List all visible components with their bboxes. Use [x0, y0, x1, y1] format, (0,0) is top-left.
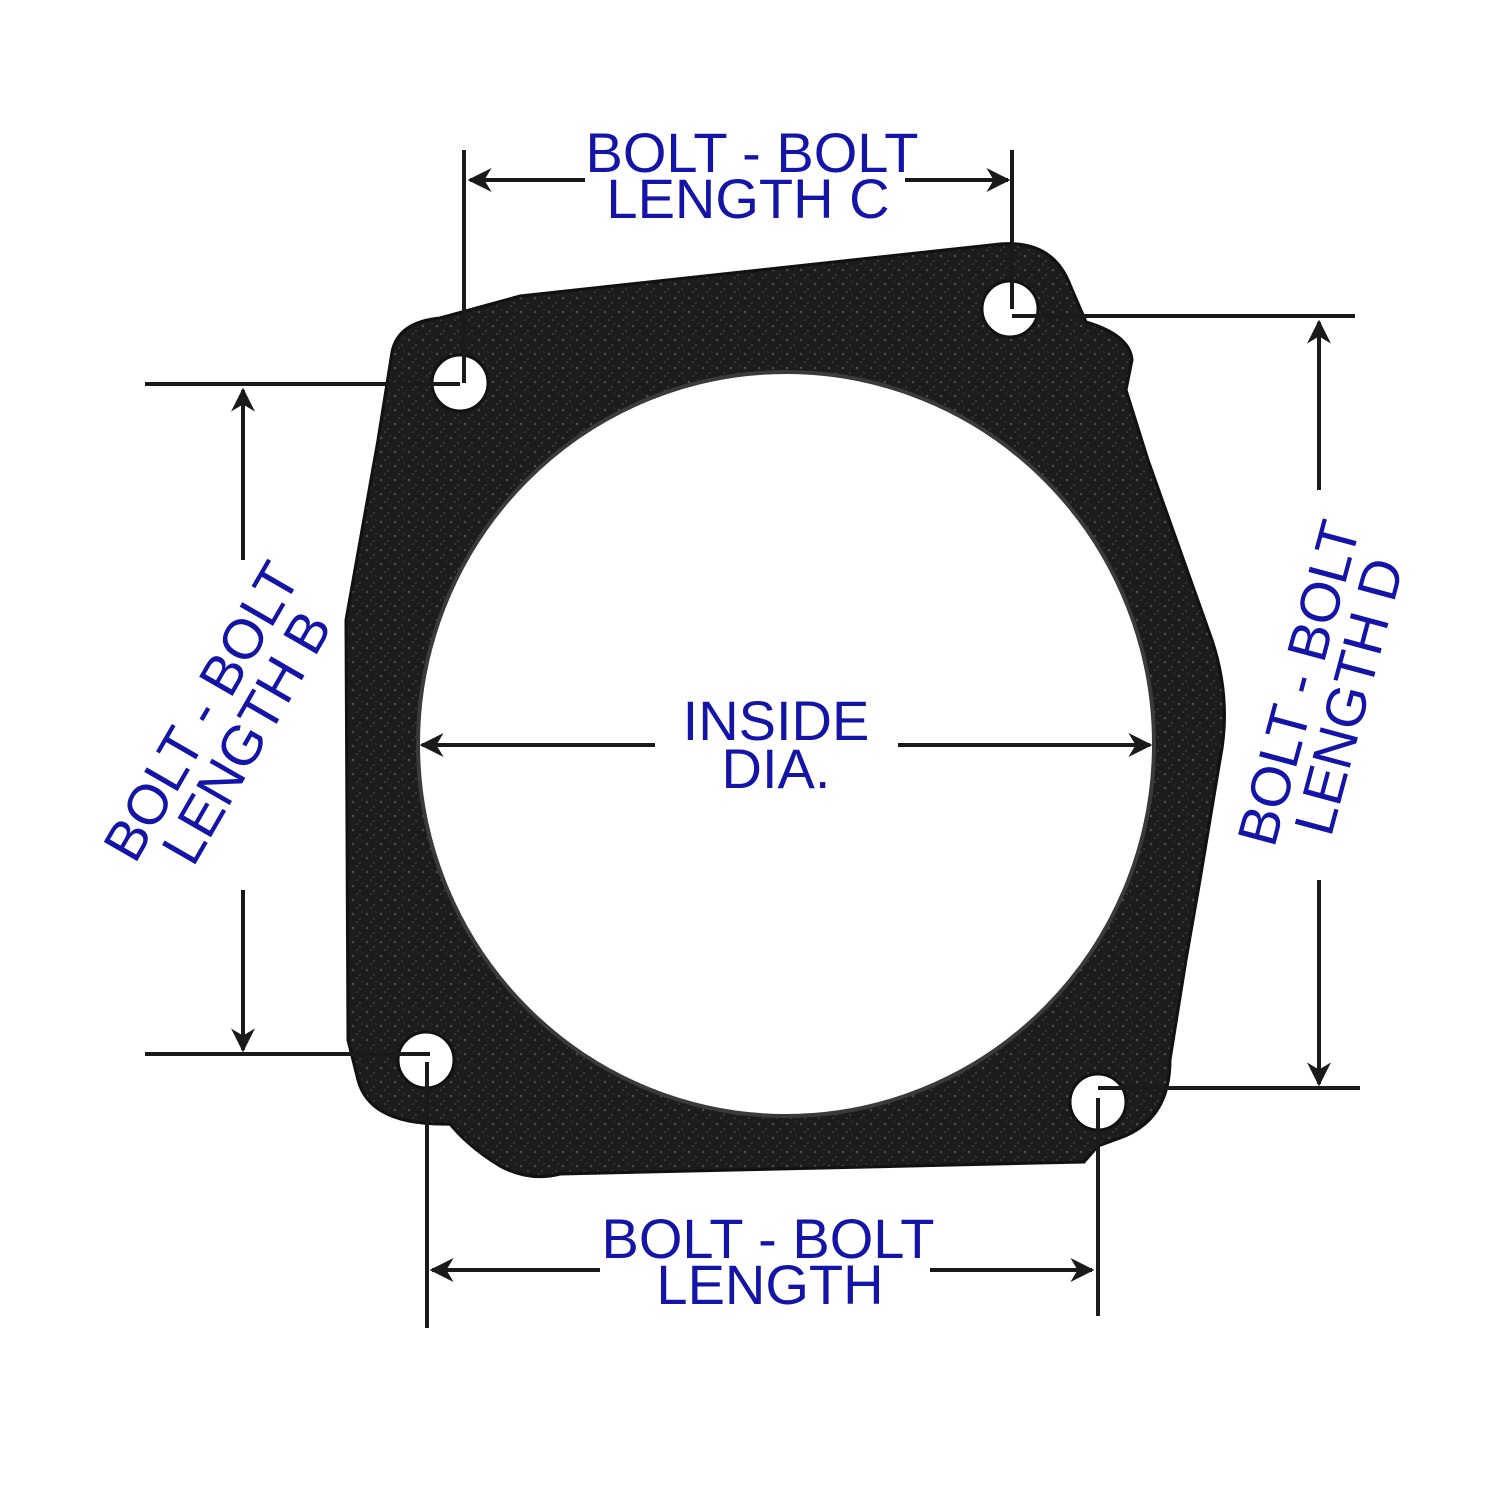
- inside-bore-edge: [416, 370, 1156, 1118]
- label-top-length-c: BOLT - BOLT LENGTH C: [586, 121, 919, 230]
- label-bottom-line2: LENGTH: [656, 1253, 883, 1316]
- label-center-line1: INSIDE: [683, 689, 870, 752]
- extension-lines: [145, 150, 1360, 1328]
- label-right-length-d: BOLT - BOLT LENGTH D: [1225, 514, 1416, 852]
- label-center-line2: DIA.: [722, 737, 831, 800]
- label-bottom-line1: BOLT - BOLT: [602, 1207, 935, 1270]
- label-center-inside-dia: INSIDE DIA.: [683, 689, 870, 800]
- label-bottom-length: BOLT - BOLT LENGTH: [602, 1207, 935, 1316]
- label-left-length-b: BOLT - BOLT LENGTH B: [91, 551, 344, 874]
- label-top-line2: LENGTH C: [606, 167, 889, 230]
- dimension-arrows: [231, 168, 1331, 1282]
- label-top-line1: BOLT - BOLT: [586, 121, 919, 184]
